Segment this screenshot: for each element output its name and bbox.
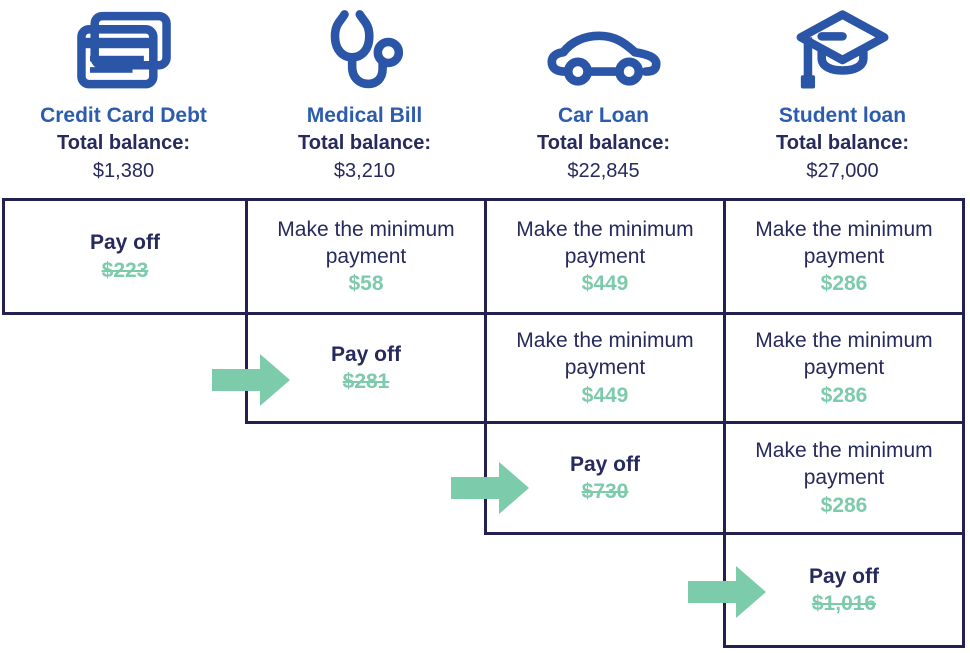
debt-title: Student loan (778, 104, 907, 127)
debt-column-medical-bill: Medical Bill Total balance: $3,210 (245, 0, 484, 196)
minimum-label: Make the minimum payment (755, 439, 933, 490)
arrow-icon-student-loan (688, 566, 766, 618)
minimum-amount: $58 (348, 272, 384, 296)
minimum-cell-medical-bill-step1: Make the minimum payment $58 (245, 198, 487, 315)
minimum-amount: $449 (581, 272, 629, 296)
graduation-cap-icon-svg (796, 10, 888, 89)
minimum-amount: $286 (820, 493, 868, 517)
debt-title: Credit Card Debt (40, 104, 207, 127)
arrow-icon-medical-bill (212, 354, 290, 406)
debt-column-credit-card: Credit Card Debt Total balance: $1,380 (2, 0, 245, 196)
minimum-label: Make the minimum payment (516, 217, 694, 268)
credit-card-icon-svg (76, 11, 171, 89)
minimum-label: Make the minimum payment (516, 329, 694, 380)
payoff-cell-student-loan: Pay off $1,016 (723, 532, 965, 648)
minimum-label: Make the minimum payment (755, 217, 933, 268)
minimum-cell-student-loan-step3: Make the minimum payment $286 (723, 421, 965, 535)
stethoscope-icon-svg (330, 10, 403, 89)
minimum-cell-student-loan-step2: Make the minimum payment $286 (723, 312, 965, 424)
minimum-label: Make the minimum payment (755, 329, 933, 380)
payoff-label: Pay off (569, 452, 640, 476)
minimum-amount: $286 (820, 383, 868, 407)
payoff-cell-medical-bill: Pay off $281 (245, 312, 487, 424)
payoff-amount: $281 (342, 370, 390, 393)
payoff-amount: $223 (101, 258, 149, 282)
debt-title: Car Loan (557, 104, 649, 127)
payoff-amount: $730 (581, 480, 629, 503)
car-icon (484, 0, 723, 104)
debt-column-car-loan: Car Loan Total balance: $22,845 (484, 0, 723, 196)
balance-label: Total balance: (298, 132, 431, 155)
payoff-label: Pay off (89, 231, 160, 255)
car-icon-svg (546, 31, 661, 86)
payoff-cell-credit-card: Pay off $223 (2, 198, 248, 315)
stethoscope-icon (245, 0, 484, 104)
minimum-cell-student-loan-step1: Make the minimum payment $286 (723, 198, 965, 315)
minimum-label: Make the minimum payment (277, 217, 455, 268)
debt-title: Medical Bill (306, 104, 423, 127)
credit-card-icon (2, 0, 245, 104)
minimum-cell-car-loan-step1: Make the minimum payment $449 (484, 198, 726, 315)
payoff-amount: $1,016 (811, 592, 877, 615)
balance-label: Total balance: (776, 132, 909, 155)
balance-label: Total balance: (537, 132, 670, 155)
debt-column-student-loan: Student loan Total balance: $27,000 (723, 0, 962, 196)
payoff-label: Pay off (330, 342, 401, 366)
minimum-amount: $286 (820, 272, 868, 296)
minimum-cell-car-loan-step2: Make the minimum payment $449 (484, 312, 726, 424)
balance-value: $1,380 (92, 160, 155, 183)
payoff-label: Pay off (808, 564, 879, 588)
balance-value: $3,210 (333, 160, 396, 183)
balance-label: Total balance: (57, 132, 190, 155)
minimum-amount: $449 (581, 383, 629, 407)
arrow-icon-car-loan (451, 462, 529, 514)
balance-value: $22,845 (567, 160, 640, 183)
balance-value: $27,000 (806, 160, 879, 183)
graduation-cap-icon (723, 0, 962, 104)
